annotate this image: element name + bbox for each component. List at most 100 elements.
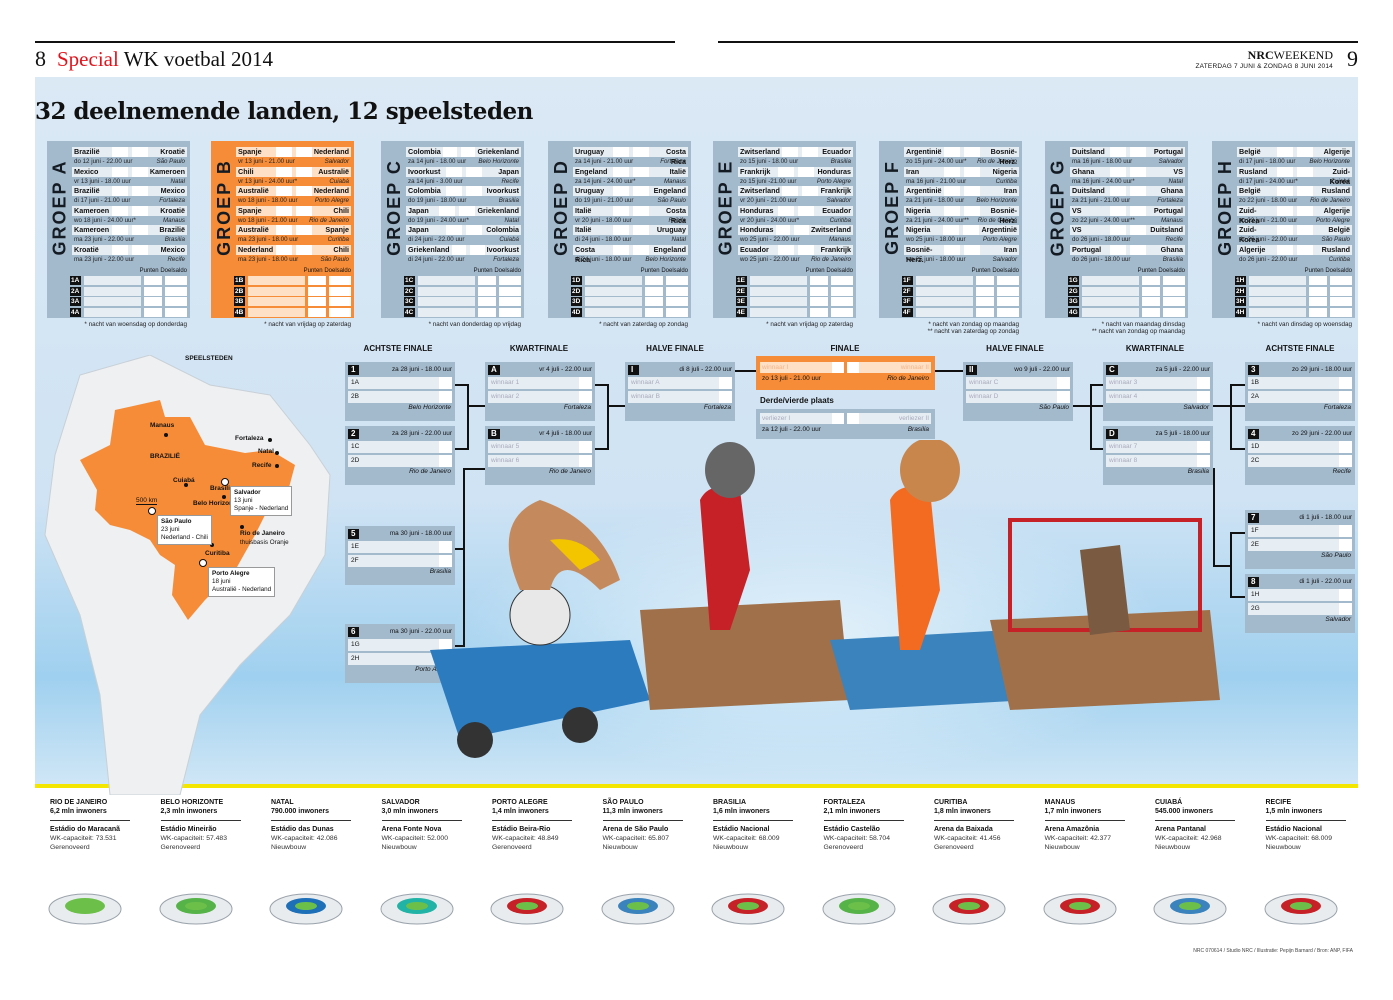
points-input[interactable] bbox=[308, 297, 326, 306]
score-input-away[interactable] bbox=[801, 147, 818, 157]
score-input-away[interactable] bbox=[295, 147, 312, 157]
score-input-away[interactable] bbox=[465, 186, 482, 196]
score-input-home[interactable] bbox=[612, 225, 629, 235]
score-input-away[interactable] bbox=[1129, 186, 1146, 196]
team-name-input[interactable] bbox=[84, 297, 141, 306]
score-input-away[interactable] bbox=[1296, 244, 1313, 255]
points-input[interactable] bbox=[810, 297, 828, 306]
goal-diff-input[interactable] bbox=[1330, 286, 1352, 296]
score-box[interactable] bbox=[1197, 441, 1210, 453]
score-input-away[interactable] bbox=[1296, 186, 1313, 196]
score-box[interactable] bbox=[439, 555, 452, 567]
points-input[interactable] bbox=[478, 276, 496, 285]
score-box[interactable] bbox=[439, 541, 452, 553]
team-name-input[interactable] bbox=[750, 286, 807, 296]
goal-diff-input[interactable] bbox=[1330, 276, 1352, 285]
score-input-home[interactable] bbox=[777, 205, 794, 216]
team-name-input[interactable] bbox=[84, 307, 141, 317]
score-input-away[interactable] bbox=[1129, 205, 1146, 216]
score-input-away[interactable] bbox=[1129, 147, 1146, 157]
score-box[interactable] bbox=[832, 362, 844, 373]
score-input-home[interactable] bbox=[1276, 244, 1293, 255]
team-name-input[interactable] bbox=[1082, 307, 1139, 317]
team-name-input[interactable] bbox=[1249, 307, 1306, 317]
score-box[interactable] bbox=[847, 413, 859, 424]
team-name-input[interactable] bbox=[84, 276, 141, 285]
score-input-away[interactable] bbox=[632, 205, 649, 216]
team-name-input[interactable] bbox=[248, 307, 305, 317]
goal-diff-input[interactable] bbox=[666, 307, 688, 317]
points-input[interactable] bbox=[1142, 307, 1160, 317]
score-input-home[interactable] bbox=[781, 186, 798, 196]
goal-diff-input[interactable] bbox=[165, 307, 187, 317]
team-name-input[interactable] bbox=[585, 307, 642, 317]
points-input[interactable] bbox=[645, 276, 663, 285]
points-input[interactable] bbox=[144, 297, 162, 306]
team-name-input[interactable] bbox=[1249, 286, 1306, 296]
score-box[interactable] bbox=[439, 391, 452, 403]
points-input[interactable] bbox=[144, 286, 162, 296]
team-name-input[interactable] bbox=[1082, 276, 1139, 285]
score-input-away[interactable] bbox=[632, 244, 649, 255]
score-box[interactable] bbox=[1339, 441, 1352, 453]
score-input-home[interactable] bbox=[442, 147, 458, 157]
score-input-home[interactable] bbox=[275, 166, 292, 177]
score-box[interactable] bbox=[579, 377, 592, 389]
team-name-input[interactable] bbox=[750, 307, 807, 317]
score-input-home[interactable] bbox=[445, 166, 462, 177]
points-input[interactable] bbox=[1142, 286, 1160, 296]
score-input-away[interactable] bbox=[459, 205, 476, 216]
score-input-home[interactable] bbox=[445, 225, 462, 235]
goal-diff-input[interactable] bbox=[666, 276, 688, 285]
score-input-home[interactable] bbox=[1276, 166, 1293, 177]
score-input-home[interactable] bbox=[1276, 225, 1293, 235]
score-box[interactable] bbox=[719, 391, 732, 403]
team-name-input[interactable] bbox=[418, 286, 475, 296]
score-input-home[interactable] bbox=[111, 166, 128, 177]
points-input[interactable] bbox=[308, 276, 326, 285]
score-box[interactable] bbox=[439, 455, 452, 467]
score-box[interactable] bbox=[579, 455, 592, 467]
score-input-home[interactable] bbox=[1276, 205, 1293, 216]
score-input-home[interactable] bbox=[111, 186, 128, 196]
points-input[interactable] bbox=[478, 297, 496, 306]
score-input-home[interactable] bbox=[775, 225, 791, 235]
points-input[interactable] bbox=[1309, 286, 1327, 296]
goal-diff-input[interactable] bbox=[165, 286, 187, 296]
goal-diff-input[interactable] bbox=[329, 307, 351, 317]
points-input[interactable] bbox=[1142, 276, 1160, 285]
score-input-away[interactable] bbox=[1129, 225, 1146, 235]
score-input-away[interactable] bbox=[131, 244, 148, 255]
points-input[interactable] bbox=[308, 286, 326, 296]
points-input[interactable] bbox=[976, 276, 994, 285]
score-input-home[interactable] bbox=[943, 225, 960, 235]
score-box[interactable] bbox=[1197, 391, 1210, 403]
team-name-input[interactable] bbox=[585, 276, 642, 285]
points-input[interactable] bbox=[810, 307, 828, 317]
score-box[interactable] bbox=[1339, 455, 1352, 467]
score-input-away[interactable] bbox=[1296, 166, 1313, 177]
score-input-home[interactable] bbox=[777, 244, 794, 255]
score-input-home[interactable] bbox=[275, 186, 292, 196]
score-box[interactable] bbox=[1339, 589, 1352, 601]
score-input-home[interactable] bbox=[1109, 147, 1126, 157]
goal-diff-input[interactable] bbox=[831, 286, 853, 296]
goal-diff-input[interactable] bbox=[329, 286, 351, 296]
team-name-input[interactable] bbox=[1249, 276, 1306, 285]
score-input-away[interactable] bbox=[963, 205, 980, 216]
score-input-home[interactable] bbox=[943, 147, 960, 157]
score-input-away[interactable] bbox=[470, 244, 485, 255]
score-input-away[interactable] bbox=[632, 225, 649, 235]
team-name-input[interactable] bbox=[916, 307, 973, 317]
score-input-home[interactable] bbox=[451, 244, 467, 255]
team-name-input[interactable] bbox=[916, 286, 973, 296]
goal-diff-input[interactable] bbox=[499, 307, 521, 317]
score-input-away[interactable] bbox=[295, 225, 312, 235]
goal-diff-input[interactable] bbox=[831, 307, 853, 317]
team-name-input[interactable] bbox=[248, 276, 305, 285]
team-name-input[interactable] bbox=[750, 297, 807, 306]
score-input-away[interactable] bbox=[465, 225, 482, 235]
team-name-input[interactable] bbox=[418, 297, 475, 306]
score-input-home[interactable] bbox=[943, 205, 960, 216]
score-input-home[interactable] bbox=[1276, 147, 1293, 157]
